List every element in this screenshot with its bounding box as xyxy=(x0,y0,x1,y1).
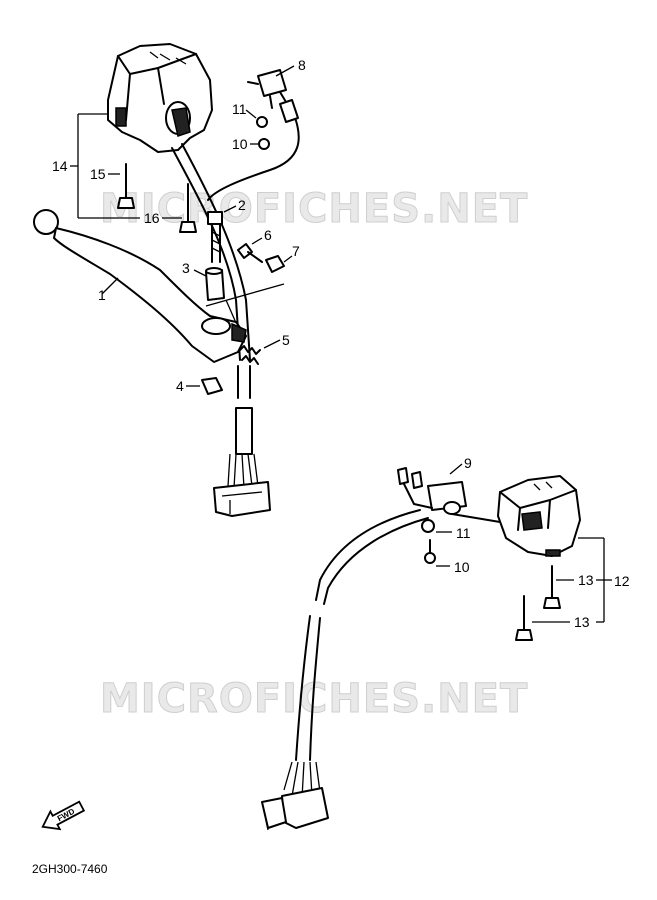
callout-10-upper: 10 xyxy=(232,136,248,152)
leader-11a xyxy=(245,109,257,119)
nut-11-lower xyxy=(421,519,435,533)
leader-1 xyxy=(101,277,119,295)
screw-13-lower xyxy=(515,595,533,641)
leader-6 xyxy=(251,237,263,245)
callout-bracket-12 xyxy=(578,537,612,623)
watermark-top: MICROFICHES.NET xyxy=(100,186,528,232)
callout-11-upper: 11 xyxy=(232,101,247,117)
callout-8: 8 xyxy=(298,57,306,73)
screw-10-upper xyxy=(258,138,270,150)
front-brake-switch-9 xyxy=(397,467,467,515)
nut-11-upper xyxy=(256,116,268,128)
right-switch-housing xyxy=(497,475,581,557)
screw-10-lower xyxy=(424,539,436,564)
callout-13-lower: 13 xyxy=(574,614,590,630)
leader-8 xyxy=(275,65,295,77)
screw-16 xyxy=(179,183,197,233)
callout-2: 2 xyxy=(238,197,246,213)
leader-5 xyxy=(263,339,281,349)
drawing-code: 2GH300-7460 xyxy=(32,862,108,876)
callout-5: 5 xyxy=(282,332,290,348)
leader-7 xyxy=(283,255,293,263)
forward-arrow-icon: FWD xyxy=(41,800,86,831)
collar-3 xyxy=(205,267,225,301)
pivot-bolt-2 xyxy=(207,211,223,263)
nut-7 xyxy=(265,255,285,273)
screw-15 xyxy=(117,163,135,209)
leader-2 xyxy=(223,205,237,213)
callout-14: 14 xyxy=(52,158,68,174)
screw-6 xyxy=(237,243,263,263)
callout-11-lower: 11 xyxy=(456,525,471,541)
leader-3 xyxy=(193,269,207,277)
spring-5 xyxy=(239,345,261,365)
callout-12: 12 xyxy=(614,573,630,589)
callout-7: 7 xyxy=(292,243,300,259)
callout-1: 1 xyxy=(98,287,106,303)
callout-9: 9 xyxy=(464,455,472,471)
nut-4 xyxy=(201,377,223,395)
callout-16: 16 xyxy=(144,210,160,226)
callout-bracket-14 xyxy=(70,113,140,219)
right-harness xyxy=(261,509,501,831)
callout-13-upper: 13 xyxy=(578,572,594,588)
left-harness xyxy=(171,143,271,517)
callout-15: 15 xyxy=(90,166,106,182)
callout-3: 3 xyxy=(182,260,190,276)
left-switch-housing xyxy=(107,43,213,153)
clutch-switch-lead xyxy=(207,109,300,201)
leader-9 xyxy=(449,463,463,475)
callout-6: 6 xyxy=(264,227,272,243)
callout-4: 4 xyxy=(176,378,184,394)
callout-10-lower: 10 xyxy=(454,559,470,575)
clutch-switch xyxy=(247,69,299,123)
screw-13-upper xyxy=(543,565,561,609)
clutch-lever-1 xyxy=(33,209,247,363)
